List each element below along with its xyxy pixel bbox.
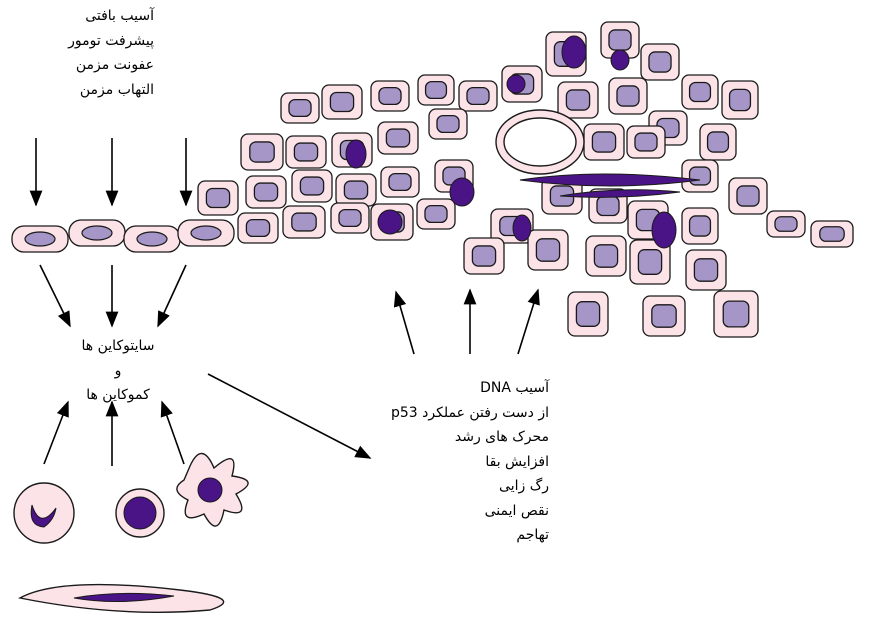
cell-nucleus xyxy=(137,232,167,246)
blood-vessel-lumen xyxy=(504,118,576,166)
tumor-cell-nucleus xyxy=(592,132,615,152)
cell-nucleus xyxy=(82,226,112,240)
tumor-cell-nucleus xyxy=(386,129,409,147)
arrow xyxy=(40,265,70,326)
tumor-cell-nucleus xyxy=(437,116,459,133)
tumor-cell-nucleus xyxy=(694,259,717,281)
tumor-cell-nucleus xyxy=(206,188,229,207)
dark-nucleus xyxy=(346,140,366,168)
tumor-cell-nucleus xyxy=(737,186,759,206)
stressor-tissue-damage: آسیب بافتی xyxy=(68,4,154,29)
tumor-cell-nucleus xyxy=(289,100,311,117)
arrow xyxy=(158,265,186,326)
stressor-chronic-infection: عفونت مزمن xyxy=(68,53,154,78)
normal-epithelium xyxy=(12,220,234,252)
tumor-cell-nucleus xyxy=(389,174,411,191)
tumor-cell-nucleus xyxy=(379,88,401,105)
dark-nucleus xyxy=(562,36,586,68)
stressor-chronic-inflammation: التهاب مزمن xyxy=(68,78,154,103)
arrow xyxy=(518,290,538,354)
tumor-cell-nucleus xyxy=(344,181,367,199)
effect-p53-loss: از دست رفتن عملکرد p53 xyxy=(391,401,549,426)
cell-nucleus xyxy=(25,232,55,246)
tumor-cell-nucleus xyxy=(300,177,323,195)
tumor-cell-nucleus xyxy=(467,88,489,105)
tumor-cell-nucleus xyxy=(617,86,639,106)
tumor-cell-nucleus xyxy=(254,183,277,201)
tumor-cell-nucleus xyxy=(292,213,316,231)
arrow xyxy=(396,292,414,354)
dark-nucleus xyxy=(513,215,531,241)
tumor-cell-nucleus xyxy=(690,216,711,236)
effect-dna-damage: آسیب DNA xyxy=(391,376,549,401)
tumor-cell-nucleus xyxy=(339,210,361,227)
tumor-cell-nucleus xyxy=(649,52,671,72)
tumor-cell-nucleus xyxy=(652,305,676,327)
dark-nucleus xyxy=(611,50,629,70)
arrow xyxy=(162,402,184,464)
tumor-cell-nucleus xyxy=(250,142,274,162)
tumor-cell-nucleus xyxy=(246,220,269,237)
tumor-cell-nucleus xyxy=(294,143,317,161)
tumor-cell-nucleus xyxy=(723,301,749,327)
macrophage-nucleus xyxy=(198,478,222,502)
dark-nucleus xyxy=(450,178,474,206)
effect-growth-factors: محرک های رشد xyxy=(391,425,549,450)
dark-nucleus xyxy=(378,210,402,234)
dark-nucleus xyxy=(507,75,525,93)
immune-cells xyxy=(14,453,248,612)
tumor-mass xyxy=(198,22,853,337)
tumor-cell-nucleus xyxy=(576,302,599,327)
effect-invasion: تهاجم xyxy=(391,523,549,548)
tumor-cell-nucleus xyxy=(425,206,447,223)
tumor-cell-nucleus xyxy=(635,133,657,151)
tumor-cell-nucleus xyxy=(609,30,631,50)
tumor-cell-nucleus xyxy=(690,167,711,185)
mediator-cytokines: سایتوکاین ها xyxy=(58,334,178,359)
tumor-cell-nucleus xyxy=(566,90,589,110)
mediator-chemokines: کموکاین ها xyxy=(58,383,178,408)
tumor-cell-nucleus xyxy=(330,92,353,111)
arrow xyxy=(208,374,370,458)
arrow xyxy=(44,402,68,464)
tumor-cell-nucleus xyxy=(472,246,495,266)
tumor-cell-nucleus xyxy=(594,245,617,267)
tumor-cell-nucleus xyxy=(690,82,711,101)
tumor-cell-nucleus xyxy=(820,227,844,242)
neutrophil xyxy=(14,483,74,543)
tumor-cell-nucleus xyxy=(426,82,447,99)
stressor-tumor-progression: پیشرفت تومور xyxy=(68,29,154,54)
effects-list: آسیب DNA از دست رفتن عملکرد p53 محرک های… xyxy=(391,376,549,548)
tumor-cell-nucleus xyxy=(536,239,559,261)
mediator-and: و xyxy=(58,359,178,384)
lymphocyte-nucleus xyxy=(124,497,156,529)
stressor-list: آسیب بافتی پیشرفت تومور عفونت مزمن التها… xyxy=(68,4,154,102)
dark-nucleus xyxy=(652,212,676,248)
tumor-cell-nucleus xyxy=(597,196,619,215)
mediator-label: سایتوکاین ها و کموکاین ها xyxy=(58,334,178,408)
effect-angiogenesis: رگ زایی xyxy=(391,474,549,499)
cell-nucleus xyxy=(191,226,221,240)
tumor-cell-nucleus xyxy=(730,89,751,110)
effect-immune-deficiency: نقص ایمنی xyxy=(391,499,549,524)
tumor-cell-nucleus xyxy=(775,217,797,232)
tumor-cell-nucleus xyxy=(638,250,661,275)
tumor-cell-nucleus xyxy=(708,132,729,152)
effect-increased-survival: افزایش بقا xyxy=(391,450,549,475)
